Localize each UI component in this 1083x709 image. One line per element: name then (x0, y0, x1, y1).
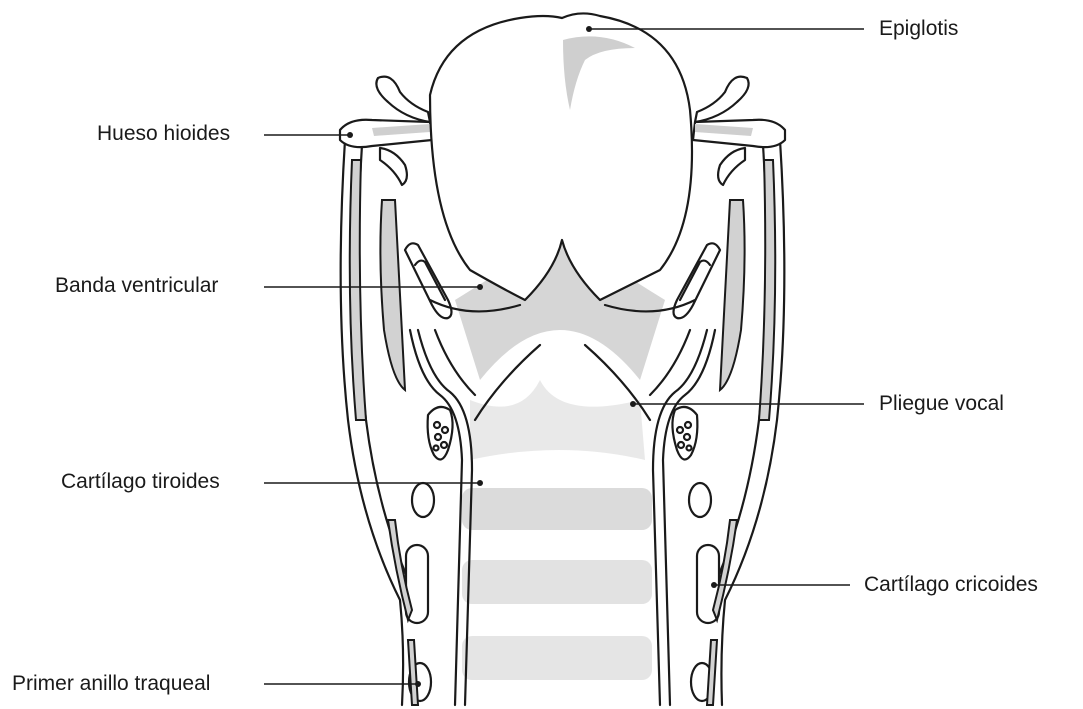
label-hueso-hioides: Hueso hioides (97, 122, 230, 146)
label-banda-ventricular: Banda ventricular (55, 274, 218, 298)
vocal-fold-right (663, 330, 715, 705)
thyroid-oval-left (412, 483, 434, 517)
label-primer-anillo-traqueal: Primer anillo traqueal (12, 672, 210, 696)
label-cartilago-tiroides: Cartílago tiroides (61, 470, 220, 494)
label-epiglotis: Epiglotis (879, 17, 958, 41)
tracheal-shading (462, 380, 652, 680)
label-cartilago-cricoides: Cartílago cricoides (864, 573, 1038, 597)
label-pliegue-vocal: Pliegue vocal (879, 392, 1004, 416)
cartilage-nodule-left (428, 407, 453, 460)
vocal-fold-left (410, 330, 462, 705)
thyroid-oval-right (689, 483, 711, 517)
cartilage-nodule-right (672, 407, 697, 460)
